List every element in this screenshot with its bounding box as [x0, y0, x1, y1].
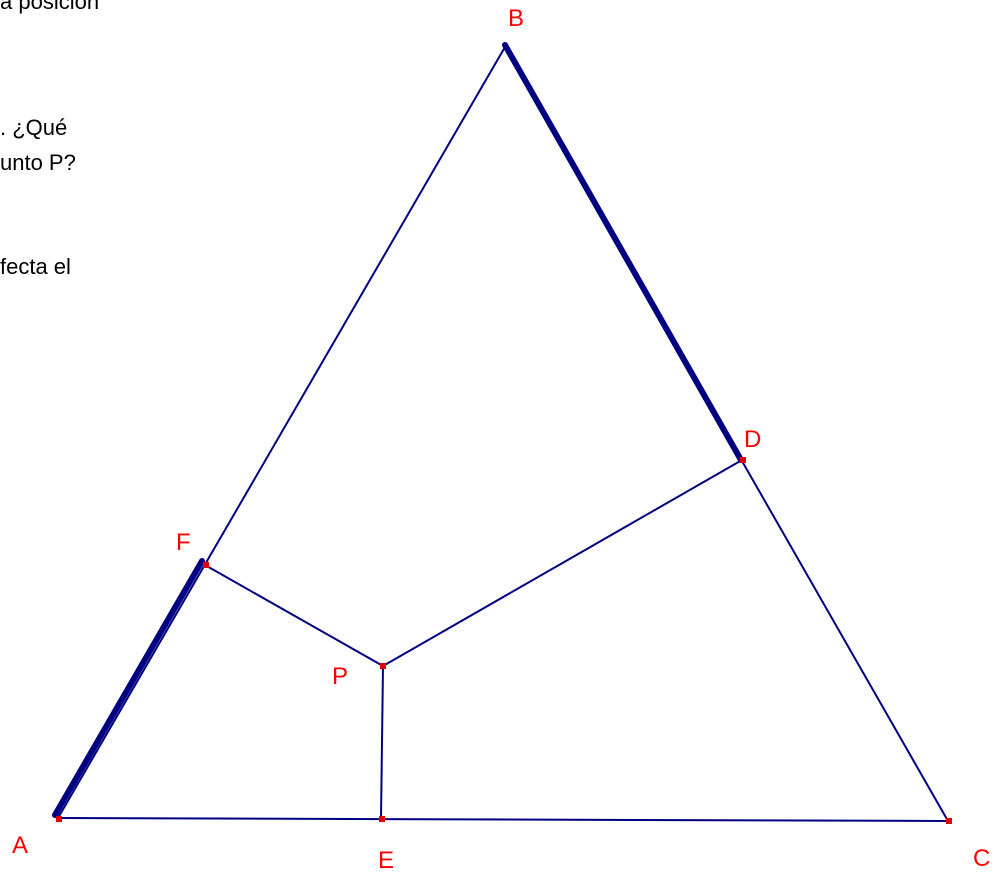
segment-pf [204, 564, 384, 667]
label-c: C [973, 845, 990, 872]
label-p: P [332, 663, 348, 690]
side-ab [57, 46, 506, 819]
label-d: D [744, 426, 761, 453]
point-p-marker[interactable] [380, 663, 386, 669]
label-e: E [378, 847, 394, 872]
point-a-marker [56, 816, 62, 822]
segment-af-bold [52, 558, 205, 818]
instruction-text-fragment-1: a posición [0, 0, 100, 14]
label-f: F [176, 529, 191, 556]
instruction-text-fragment-4: fecta el [0, 254, 71, 279]
instruction-text-fragment-2: . ¿Qué [0, 115, 68, 140]
point-d-marker[interactable] [740, 457, 746, 463]
segment-bd-bold [502, 42, 744, 463]
segment-pd [382, 459, 743, 667]
side-ac [57, 817, 949, 822]
label-a: A [12, 832, 28, 859]
instruction-text-fragment-3: unto P? [0, 150, 76, 175]
label-b: B [508, 5, 524, 32]
point-f-marker[interactable] [203, 562, 209, 568]
segment-pe [380, 665, 384, 820]
point-e-marker [379, 816, 385, 822]
point-c-marker [946, 818, 952, 824]
